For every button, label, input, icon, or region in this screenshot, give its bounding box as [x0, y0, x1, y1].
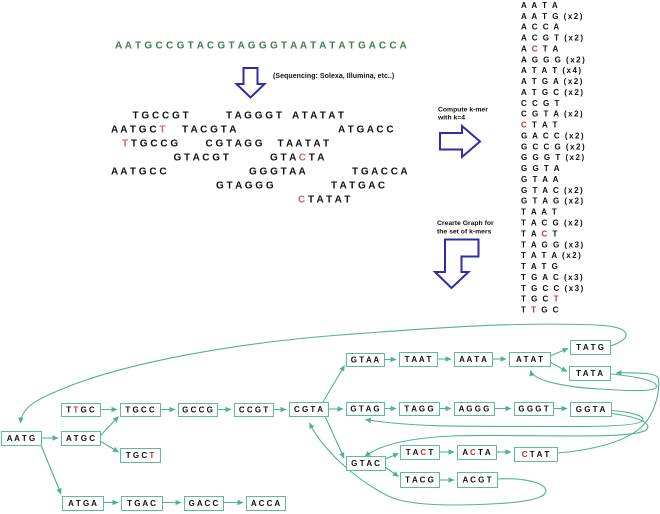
svg-text:C T A T: C T A T	[521, 121, 559, 130]
svg-text:G T A A: G T A A	[351, 355, 380, 364]
svg-text:T A G G: T A G G	[404, 404, 433, 413]
svg-text:G T A G (x2): G T A G (x2)	[521, 197, 585, 206]
svg-text:A C T A: A C T A	[462, 448, 491, 457]
svg-text:A C G T (x2): A C G T (x2)	[521, 34, 584, 43]
svg-text:G T A G: G T A G	[350, 404, 379, 413]
svg-text:T G C C G T: T G C C G T	[133, 110, 189, 121]
svg-text:T G A C: T G A C	[127, 499, 156, 508]
svg-text:C T A T A T: C T A T A T	[298, 194, 350, 205]
svg-text:T A A T: T A A T	[521, 208, 558, 217]
svg-text:A T A T (x4): A T A T (x4)	[521, 66, 583, 75]
svg-text:G T A C T A: G T A C T A	[270, 152, 324, 163]
svg-text:T A T A: T A T A	[576, 369, 603, 378]
svg-text:T A A T A T: T A A T A T	[278, 138, 330, 149]
svg-text:T A T G: T A T G	[576, 343, 604, 352]
svg-text:A A T A: A A T A	[459, 355, 487, 364]
svg-text:G G G T: G G G T	[518, 404, 548, 413]
svg-text:T A C G T A: T A C G T A	[182, 124, 236, 135]
svg-text:C T A T: C T A T	[522, 450, 550, 459]
svg-text:A C G T: A C G T	[462, 475, 491, 484]
svg-text:A G G G: A G G G	[459, 404, 490, 413]
svg-text:G T A C G T: G T A C G T	[174, 152, 229, 163]
svg-text:A T A T: A T A T	[516, 355, 543, 364]
svg-text:A C C A: A C C A	[251, 499, 280, 508]
svg-text:G T A C: G T A C	[351, 459, 380, 468]
svg-text:T T G C: T T G C	[66, 405, 95, 414]
svg-text:G T A A: G T A A	[521, 175, 560, 184]
svg-text:T A G G (x3): T A G G (x3)	[521, 240, 585, 249]
svg-text:C C G T: C C G T	[521, 99, 561, 108]
svg-text:G T A G G G: G T A G G G	[216, 180, 274, 191]
svg-text:A C T A: A C T A	[521, 44, 560, 53]
svg-text:A A T G (x2): A A T G (x2)	[521, 12, 584, 21]
svg-text:C G T A G G: C G T A G G	[206, 138, 263, 149]
svg-text:G A C C (x2): G A C C (x2)	[521, 132, 585, 141]
svg-text:A G G G (x2): A G G G (x2)	[521, 55, 586, 64]
svg-text:Compute k-mer: Compute k-mer	[438, 106, 488, 113]
svg-text:T A A T: T A A T	[405, 355, 432, 364]
svg-text:C C G T: C C G T	[239, 405, 268, 414]
svg-text:A A T A: A A T A	[521, 1, 559, 10]
svg-text:T T G C: T T G C	[521, 306, 560, 315]
svg-text:A A T G C C: A A T G C C	[111, 166, 167, 177]
svg-text:T A C T: T A C T	[406, 448, 434, 457]
svg-text:T A T G A C: T A T G A C	[331, 180, 385, 191]
svg-text:T G A C C A: T G A C C A	[352, 166, 408, 177]
svg-text:T G C T: T G C T	[126, 451, 155, 460]
svg-text:T T G C C G: T T G C C G	[122, 138, 178, 149]
svg-text:Crearte Graph for: Crearte Graph for	[437, 220, 494, 227]
svg-text:A T G A C C: A T G A C C	[338, 124, 394, 135]
svg-text:A T A T A T: A T A T A T	[292, 110, 344, 121]
svg-text:T G C C: T G C C	[125, 405, 155, 414]
svg-text:C G T A: C G T A	[294, 405, 323, 414]
svg-text:the set of k-mers: the set of k-mers	[437, 229, 492, 236]
svg-text:T G C C (x3): T G C C (x3)	[521, 284, 585, 293]
svg-text:A T G A (x2): A T G A (x2)	[521, 77, 584, 86]
svg-text:A A T G C C G T A C G T A G G: A A T G C C G T A C G T A G G G T A A T …	[115, 41, 407, 52]
svg-text:(Sequencing: Solexa, Illumina,: (Sequencing: Solexa, Illumina, etc..)	[273, 73, 394, 80]
svg-text:G T A C (x2): G T A C (x2)	[521, 186, 584, 195]
svg-text:A A T G: A A T G	[7, 434, 35, 443]
svg-text:G G T A: G G T A	[521, 164, 561, 173]
svg-text:G G T A: G G T A	[576, 405, 606, 414]
svg-text:A T G C (x2): A T G C (x2)	[521, 88, 584, 97]
svg-text:T A T A (x2): T A T A (x2)	[521, 251, 582, 260]
svg-text:G G G T A A: G G G T A A	[249, 166, 306, 177]
svg-text:A T G A: A T G A	[68, 499, 97, 508]
svg-text:A T G C: A T G C	[66, 434, 95, 443]
svg-text:A C C A: A C C A	[521, 23, 561, 32]
svg-text:G C C G (x2): G C C G (x2)	[521, 142, 586, 151]
svg-text:G A C C: G A C C	[189, 499, 219, 508]
svg-text:T A G G G T: T A G G G T	[226, 110, 282, 121]
svg-text:A A T G C T: A A T G C T	[111, 124, 165, 135]
svg-text:with k=4: with k=4	[437, 115, 465, 122]
svg-text:T G C T: T G C T	[521, 295, 560, 304]
svg-text:T A T G: T A T G	[521, 262, 559, 271]
svg-text:C G T A (x2): C G T A (x2)	[521, 110, 584, 119]
svg-text:T A C G: T A C G	[405, 475, 434, 484]
svg-text:T A C G (x2): T A C G (x2)	[521, 219, 584, 228]
svg-text:G G G T (x2): G G G T (x2)	[521, 153, 586, 162]
svg-text:G C C G: G C C G	[182, 405, 213, 414]
svg-text:T A C T: T A C T	[521, 229, 559, 238]
svg-text:T G A C (x3): T G A C (x3)	[521, 273, 584, 282]
